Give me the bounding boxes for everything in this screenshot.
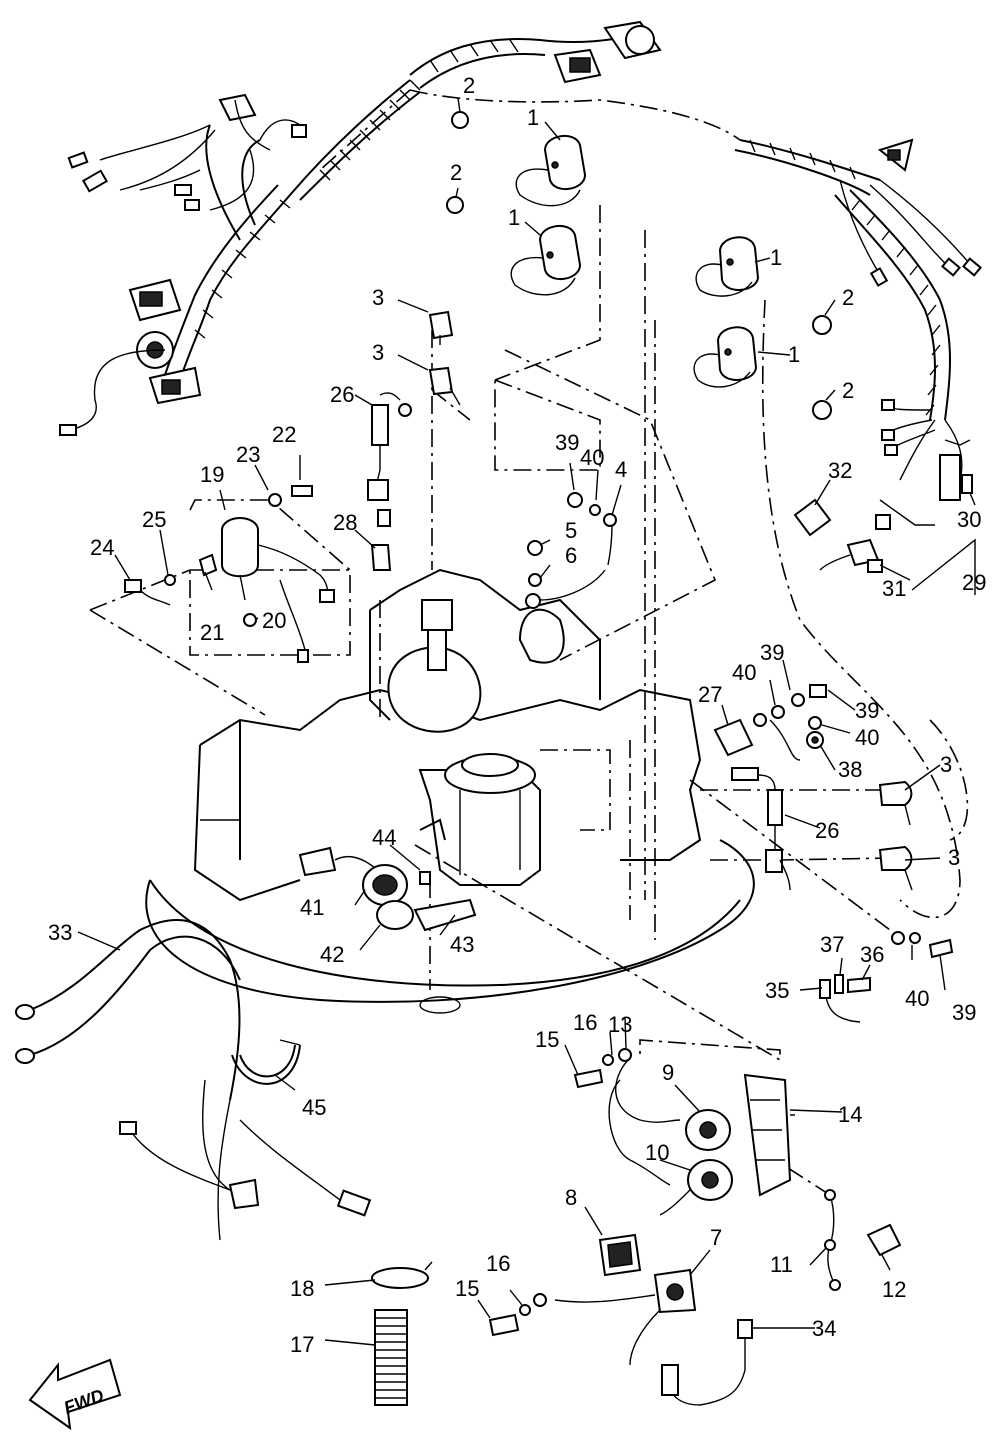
callout-43: 43 [450,932,474,957]
callout-3: 3 [372,340,384,365]
callout-39: 39 [952,1000,976,1025]
wiring-harness [59,20,982,501]
callout-12: 12 [882,1277,906,1302]
callout-9: 9 [662,1060,674,1085]
callout-21: 21 [200,620,224,645]
callout-4: 4 [615,457,627,482]
callout-17: 17 [290,1332,314,1357]
ignition-coil [510,225,582,296]
engine-base-outline [145,568,755,1014]
callout-19: 19 [200,462,224,487]
callout-37: 37 [820,932,844,957]
callout-2: 2 [842,378,854,403]
fwd-arrow-icon: FWD [28,1358,122,1431]
callout-3: 3 [372,285,384,310]
callout-23: 23 [236,442,260,467]
callout-26: 26 [330,382,354,407]
callout-16: 16 [486,1251,510,1276]
callout-7: 7 [710,1225,722,1250]
callout-42: 42 [320,942,344,967]
callout-15: 15 [455,1276,479,1301]
callout-1: 1 [770,245,782,270]
callout-1: 1 [508,205,520,230]
callout-11: 11 [770,1252,793,1277]
callout-2: 2 [450,160,462,185]
ignition-coils [428,111,913,891]
callout-38: 38 [838,757,862,782]
misc-parts [15,392,973,1406]
leader-lines [77,97,976,1346]
callout-40: 40 [580,445,604,470]
callout-30: 30 [957,507,981,532]
callout-24: 24 [90,535,114,560]
callout-41: 41 [300,895,324,920]
ignition-coil [693,326,758,388]
callout-33: 33 [48,920,72,945]
callout-40: 40 [855,725,879,750]
spiral-sleeve [374,1309,408,1406]
callout-40: 40 [905,986,929,1011]
callout-45: 45 [302,1095,326,1120]
callout-6: 6 [565,543,577,568]
callout-39: 39 [760,640,784,665]
callout-8: 8 [565,1185,577,1210]
callout-31: 31 [882,576,906,601]
callout-15: 15 [535,1027,559,1052]
callout-34: 34 [812,1316,836,1341]
callout-29: 29 [962,570,986,595]
callout-36: 36 [860,942,884,967]
callout-20: 20 [262,608,286,633]
callout-40: 40 [732,660,756,685]
callout-39: 39 [855,698,879,723]
callout-14: 14 [838,1102,862,1127]
callout-44: 44 [372,825,396,850]
callout-32: 32 [828,458,852,483]
ignition-coil [515,135,587,207]
callout-10: 10 [645,1140,669,1165]
callout-numbers: 1 1 1 1 2 2 2 2 3 3 3 3 4 5 6 7 8 9 10 1… [48,73,986,1357]
callout-22: 22 [272,422,296,447]
callout-16: 16 [573,1010,597,1035]
callout-2: 2 [842,285,854,310]
callout-28: 28 [333,510,357,535]
callout-26: 26 [815,818,839,843]
callout-2: 2 [463,73,475,98]
callout-3: 3 [940,752,952,777]
callout-1: 1 [788,342,800,367]
callout-5: 5 [565,518,577,543]
callout-13: 13 [608,1012,632,1037]
callout-39: 39 [555,430,579,455]
callout-35: 35 [765,978,789,1003]
callout-1: 1 [527,105,539,130]
callout-25: 25 [142,507,166,532]
callout-18: 18 [290,1276,314,1301]
ignition-coil [695,236,760,297]
callout-27: 27 [698,682,722,707]
callout-3: 3 [948,845,960,870]
